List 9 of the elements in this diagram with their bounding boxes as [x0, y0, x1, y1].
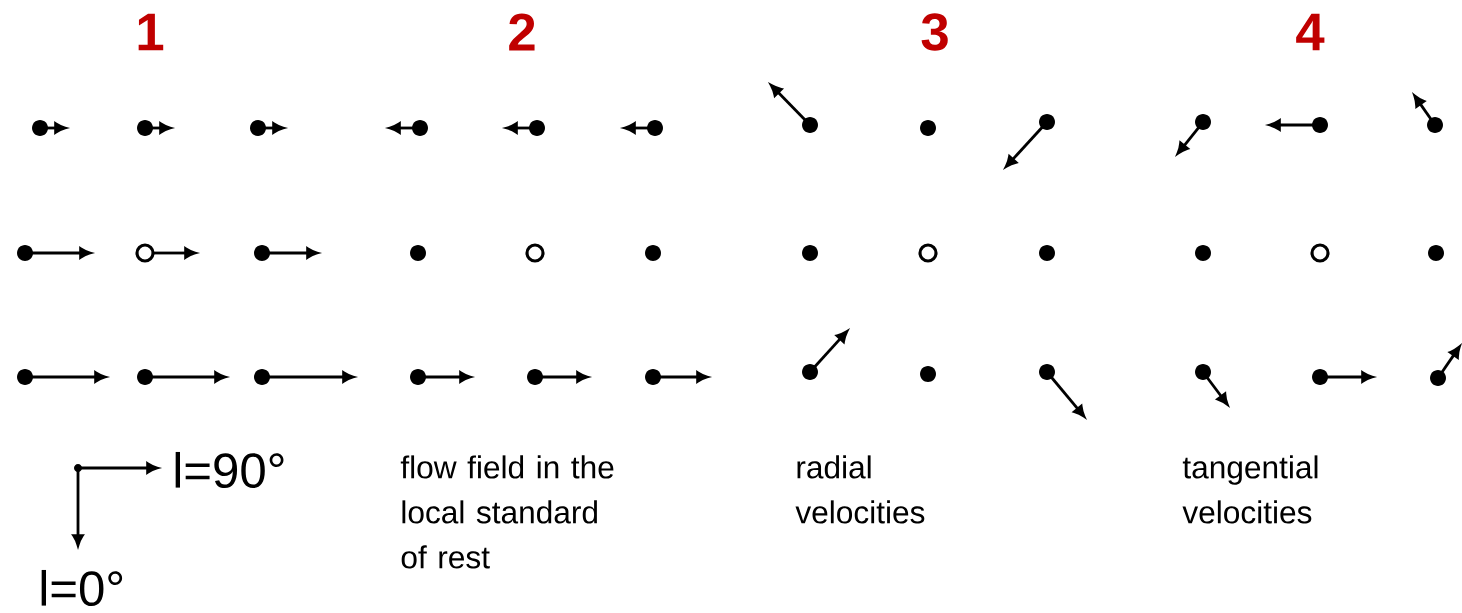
angle-label: l=0°: [41, 569, 123, 607]
panel-number: 4: [1296, 13, 1325, 51]
caption-text: flow field in the local standard of rest: [400, 455, 614, 569]
angle-label: l=90°: [175, 451, 284, 489]
caption-text: radial velocities: [795, 455, 925, 524]
panel-number: 1: [138, 13, 164, 51]
caption-text: tangential velocities: [1182, 455, 1318, 524]
panel-number: 2: [509, 13, 535, 51]
panel-number: 3: [921, 13, 948, 51]
